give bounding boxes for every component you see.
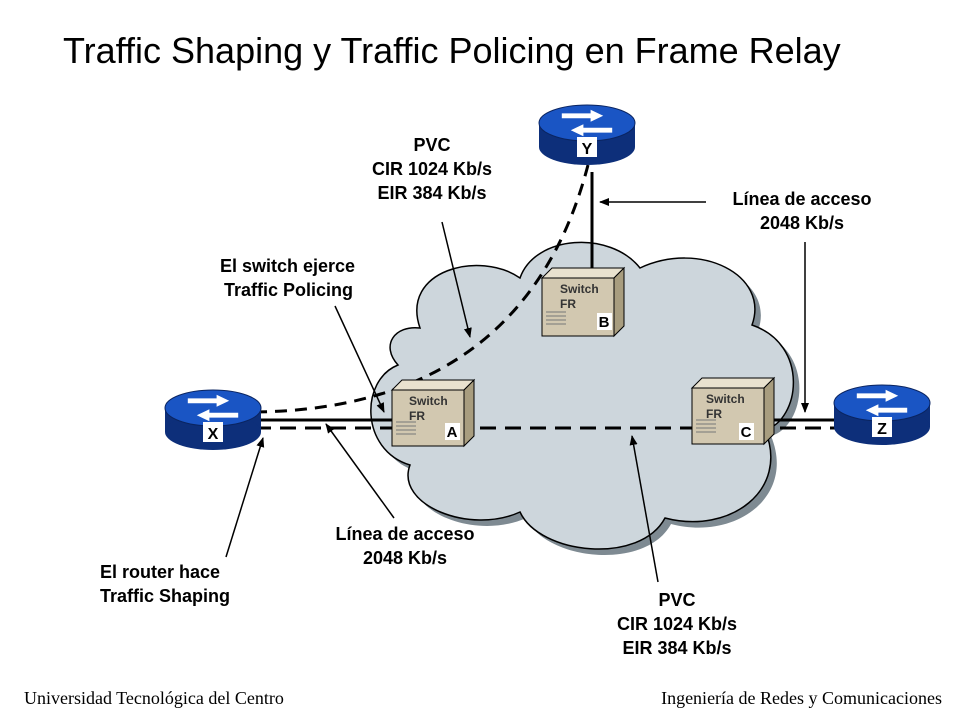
footer-right: Ingeniería de Redes y Comunicaciones: [661, 688, 942, 708]
arrow-access-bottom: [325, 423, 395, 519]
access-top-annotation: Línea de acceso 2048 Kb/s: [712, 187, 892, 235]
page-title: Traffic Shaping y Traffic Policing en Fr…: [63, 30, 841, 71]
pvc-bottom-line2: CIR 1024 Kb/s: [616, 614, 738, 634]
access-bottom-line1: Línea de acceso: [335, 524, 475, 544]
arrow-policing: [334, 305, 385, 413]
pvc-bottom-line3: EIR 384 Kb/s: [622, 638, 732, 658]
switch-b-letter: B: [599, 314, 610, 331]
access-top-line2: 2048 Kb/s: [759, 213, 845, 233]
arrow-pvc-top: [441, 221, 472, 338]
access-bottom-annotation: Línea de acceso 2048 Kb/s: [315, 522, 495, 570]
access-bottom-line2: 2048 Kb/s: [362, 548, 448, 568]
router-x[interactable]: X: [164, 389, 262, 450]
shaping-line2: Traffic Shaping: [100, 586, 231, 606]
arrow-shaping: [225, 437, 265, 558]
shaping-line1: El router hace: [100, 562, 221, 582]
pvc-bottom-line1: PVC: [658, 590, 696, 610]
router-z[interactable]: Z: [833, 384, 931, 445]
pvc-top-line2: CIR 1024 Kb/s: [371, 159, 493, 179]
policing-line2: Traffic Policing: [224, 280, 354, 300]
router-x-label: X: [208, 426, 219, 443]
switch-a-letter: A: [447, 424, 458, 441]
pvc-bottom-annotation: PVC CIR 1024 Kb/s EIR 384 Kb/s: [597, 588, 757, 660]
policing-line1: El switch ejerce: [220, 256, 356, 276]
arrow-pvc-bottom: [629, 435, 659, 583]
switch-c-letter: C: [741, 424, 752, 441]
router-y-label: Y: [582, 141, 593, 158]
pvc-x-y: [254, 164, 590, 414]
shaping-annotation: El router hace Traffic Shaping: [100, 560, 230, 608]
pvc-top-line1: PVC: [413, 135, 451, 155]
access-top-line1: Línea de acceso: [732, 189, 872, 209]
policing-annotation: El switch ejerce Traffic Policing: [220, 254, 355, 302]
pvc-top-line3: EIR 384 Kb/s: [377, 183, 487, 203]
footer-left: Universidad Tecnológica del Centro: [24, 688, 284, 708]
router-y[interactable]: Y: [538, 104, 636, 165]
pvc-top-annotation: PVC CIR 1024 Kb/s EIR 384 Kb/s: [352, 133, 512, 205]
router-z-label: Z: [877, 421, 887, 438]
frame-relay-cloud: [370, 241, 800, 556]
